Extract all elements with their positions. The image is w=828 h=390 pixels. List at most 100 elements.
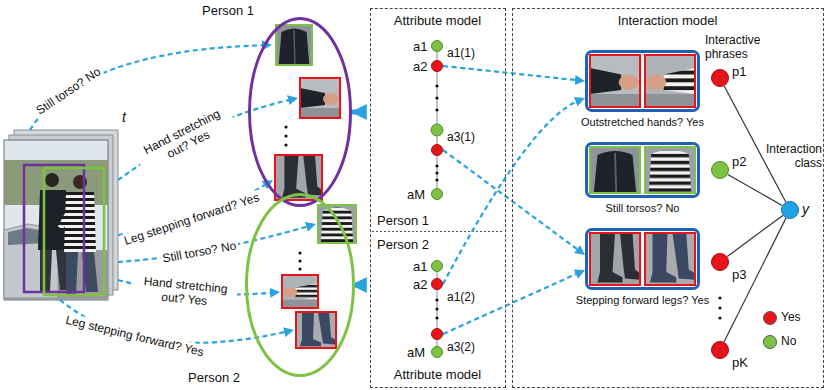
node-label: Person 1 — [202, 3, 254, 18]
phrase-patches — [590, 147, 640, 193]
edge-label: Leg stepping forward? Yes — [63, 313, 208, 360]
edge-label: Leg stepping forward? Yes — [121, 189, 263, 248]
phrase-patches — [590, 55, 722, 320]
video-frames — [4, 130, 118, 300]
attribute-chain — [431, 124, 443, 136]
link-line — [724, 218, 786, 342]
node-label: a2 — [413, 277, 427, 292]
attribute-node: a1 — [431, 260, 443, 272]
attribute-node: a3(2) — [431, 328, 443, 340]
attribute-chain — [435, 178, 438, 181]
attribute-chain — [435, 298, 438, 301]
video-frames — [44, 168, 104, 295]
video-frames — [4, 140, 108, 300]
ellipse-outline — [247, 195, 354, 376]
node-label: Attribute model — [371, 13, 504, 28]
phrase-patches — [718, 306, 721, 309]
phrase-patches — [645, 233, 695, 285]
annotation-label: Interactive phrases — [705, 33, 777, 61]
attribute-patches — [296, 312, 336, 348]
attribute-patches — [300, 78, 340, 118]
node-label: Person 2 — [188, 370, 240, 385]
attribute-patches — [298, 267, 301, 270]
attribute-patches — [282, 275, 318, 308]
attribute-node: a3(1) — [431, 144, 443, 156]
node-label: Attribute model — [371, 367, 504, 382]
class-node: Interaction classy — [781, 201, 799, 219]
phrase-patches — [645, 147, 695, 193]
phrase-patches — [645, 55, 695, 107]
person-ellipse: Person 1 — [248, 17, 352, 207]
edge-label: Still torso? No — [160, 238, 240, 266]
attribute-patches — [284, 125, 287, 128]
video-frames — [24, 165, 84, 292]
phrase-patches — [645, 147, 695, 193]
phrase-node: p2 — [711, 161, 729, 179]
phrase-patches — [590, 55, 640, 107]
link-line — [728, 175, 782, 206]
node-label: a3(2) — [447, 340, 475, 354]
phrase-node: p3 — [711, 253, 729, 271]
node-label: aM — [407, 187, 425, 202]
node-label: a1(1) — [447, 46, 475, 60]
ellipse-outline — [245, 193, 355, 377]
node-label: t — [122, 109, 126, 125]
attribute-chain — [372, 46, 504, 352]
dashed-arrow — [118, 183, 268, 235]
ellipse-outline — [250, 19, 351, 206]
node-label: p1 — [732, 64, 746, 79]
phrase-patches — [590, 147, 640, 193]
node-label: pK — [732, 355, 748, 370]
node-label: Person 2 — [377, 237, 429, 252]
attribute-chain — [435, 164, 438, 167]
node-label: a1 — [413, 39, 427, 54]
attribute-chain — [435, 108, 438, 111]
phrase-box: Outstretched hands? Yes — [585, 50, 700, 112]
phrase-box: Stepping forward legs? Yes — [585, 228, 700, 290]
attribute-node: a1 — [431, 40, 443, 52]
attribute-patches — [300, 78, 340, 118]
block-arrow — [355, 283, 361, 288]
phrase-patches — [590, 233, 640, 285]
video-frames: t — [4, 130, 118, 300]
phrase-patches — [718, 316, 721, 319]
attribute-patches — [284, 134, 287, 137]
attribute-node: aM — [431, 188, 443, 200]
attribute-patches — [318, 205, 356, 243]
node-label: Person 1 — [377, 213, 429, 228]
attribute-node: a2a1(1) — [431, 60, 443, 72]
video-frames — [66, 252, 98, 294]
node-label: Stepping forward legs? Yes — [575, 294, 711, 307]
video-frames — [45, 173, 59, 187]
dashed-arrow — [443, 66, 579, 80]
attribute-chain — [435, 84, 438, 87]
attribute-patches — [298, 259, 301, 262]
model-panel: Attribute modelPerson 1Person 2Attribute… — [370, 8, 506, 388]
phrase-node: p1 — [711, 69, 729, 87]
attribute-patches — [276, 25, 312, 65]
node-label: a1(2) — [447, 290, 475, 304]
phrase-patches — [718, 296, 721, 299]
video-frames — [64, 192, 96, 252]
attribute-patches — [275, 25, 356, 348]
attribute-patches — [282, 275, 318, 308]
attribute-chain — [435, 96, 438, 99]
model-panel: Interaction modelOutstretched hands? Yes… — [512, 8, 824, 388]
phrase-patches — [645, 55, 695, 107]
attribute-patches — [318, 205, 356, 243]
node-label: a3(1) — [447, 130, 475, 144]
link-line — [727, 215, 783, 256]
attribute-chain — [435, 171, 438, 174]
edge-label: Hand stretching out? Yes — [132, 273, 238, 311]
attribute-chain — [372, 231, 504, 232]
node-label: Interaction model — [513, 13, 822, 28]
attribute-node: aM — [431, 346, 443, 358]
phrase-patches — [590, 55, 640, 107]
phrase-patches — [645, 233, 695, 285]
node-label: Interaction class — [760, 142, 822, 170]
node-label: Outstretched hands? Yes — [575, 116, 711, 129]
node-label: aM — [407, 345, 425, 360]
node-label: p3 — [732, 267, 746, 282]
attribute-patches — [276, 25, 312, 65]
